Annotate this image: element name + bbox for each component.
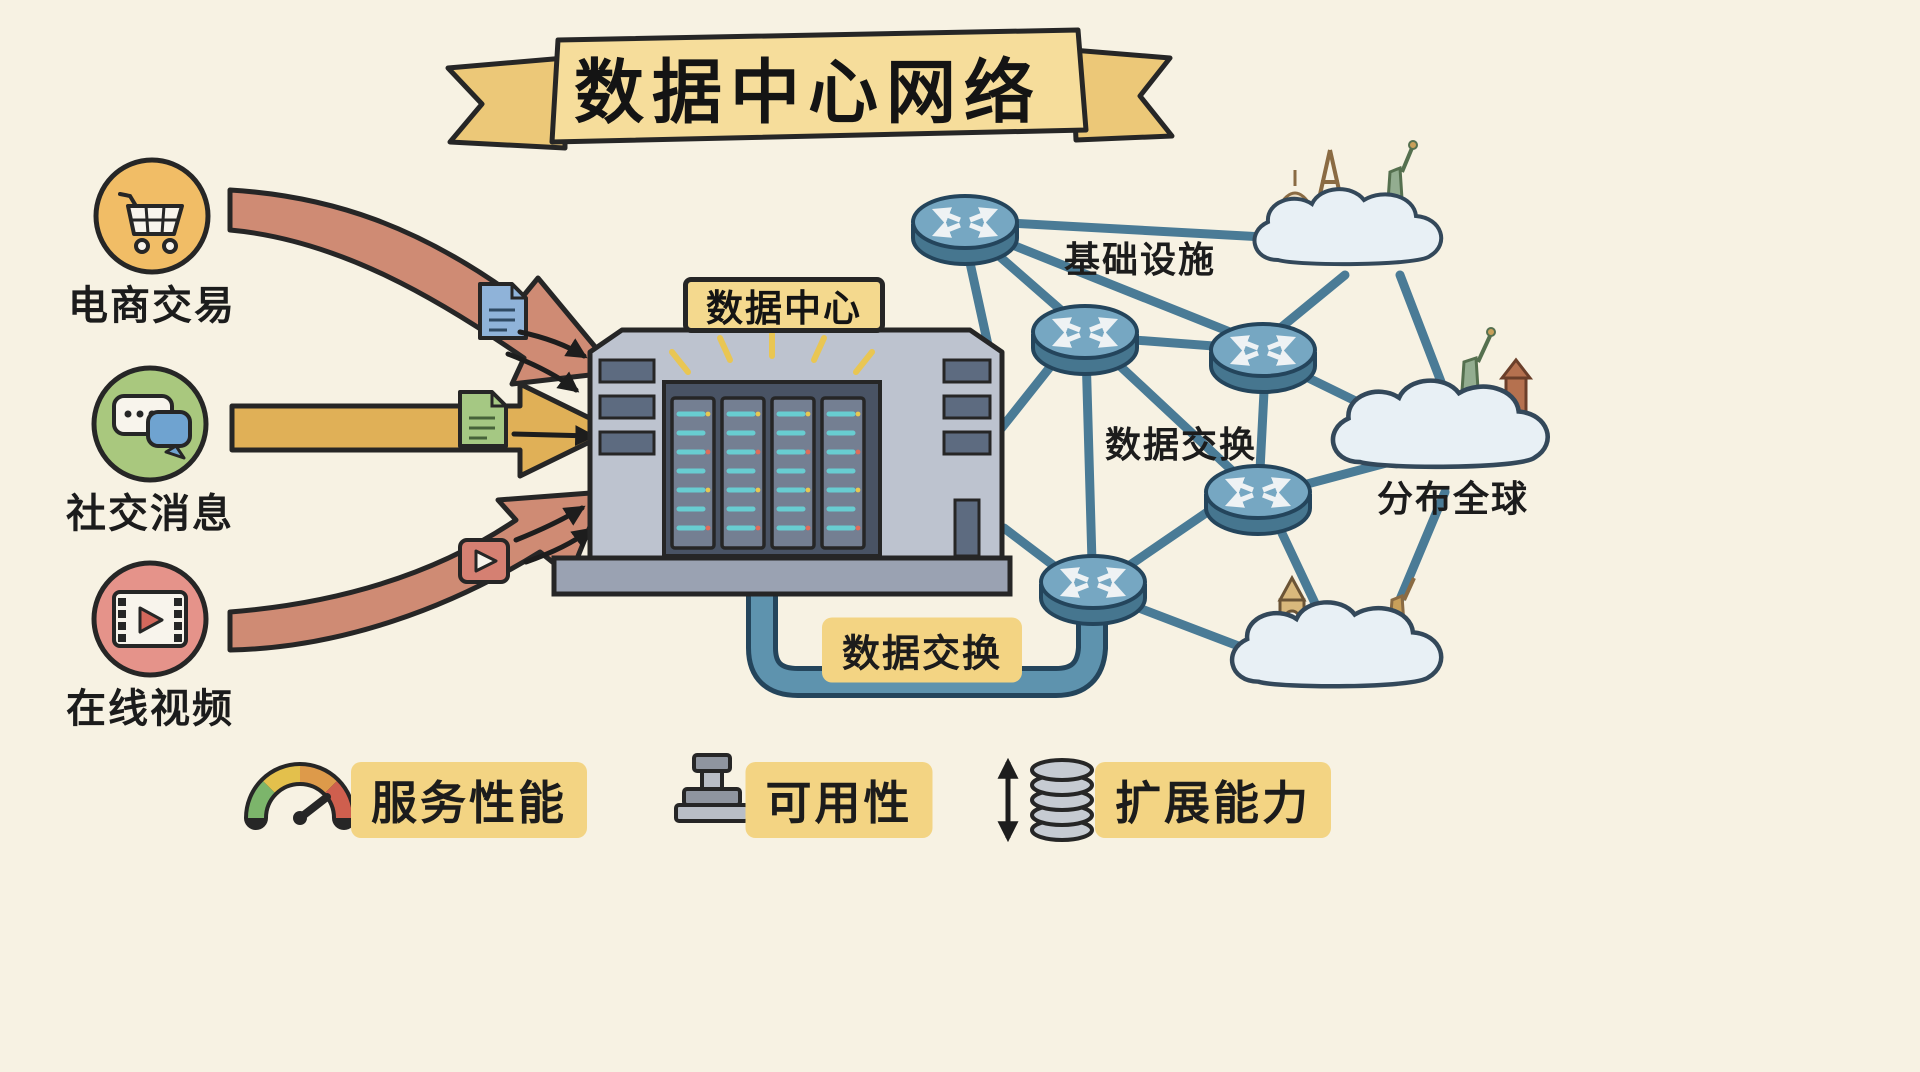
datacenter-banner: 数据中心 <box>683 277 885 333</box>
ecommerce-arrow <box>227 187 619 387</box>
datacenter-banner-label: 数据中心 <box>706 288 862 329</box>
document-icon-blue <box>478 282 528 340</box>
globe-cloud-bottom <box>1232 602 1441 686</box>
social-arrow <box>229 381 617 479</box>
router-icon-mid <box>1033 306 1137 374</box>
label-infrastructure: 基础设施 <box>1063 239 1217 280</box>
legend-label-performance: 服务性能 <box>351 762 587 838</box>
label-global-distribution: 分布全球 <box>1376 478 1530 519</box>
page-title: 数据中心网络 <box>574 53 1042 132</box>
document-icon-green <box>458 390 508 448</box>
datacenter-building <box>551 327 1013 597</box>
source-label-social: 社交消息 <box>66 492 234 536</box>
router-icon-right <box>1211 324 1315 392</box>
video-clip-icon <box>458 538 510 584</box>
shopping-cart-icon <box>93 157 211 275</box>
video-film-icon <box>91 560 209 678</box>
video-arrow <box>227 489 607 653</box>
globe-cloud-top <box>1252 187 1444 267</box>
stamp-press-icon <box>674 753 750 823</box>
chat-bubbles-icon <box>91 365 209 483</box>
source-label-ecommerce: 电商交易 <box>68 284 236 328</box>
title-ribbon <box>445 27 1175 151</box>
source-label-video: 在线视频 <box>66 687 234 731</box>
shine-rays <box>669 331 875 375</box>
label-data-exchange-bottom: 数据交换 <box>821 617 1023 683</box>
legend-label-scalability: 扩展能力 <box>1095 762 1331 838</box>
flow-ink-arrows <box>505 329 597 565</box>
router-icon-top <box>913 196 1017 264</box>
spring-scale-icon <box>997 757 1094 843</box>
label-data-exchange-right: 数据交换 <box>1104 424 1258 465</box>
legend-label-availability: 可用性 <box>745 762 933 838</box>
gauge-icon <box>244 762 356 830</box>
router-icon-bottom <box>1041 556 1145 624</box>
router-icon-lower-right <box>1206 466 1310 534</box>
